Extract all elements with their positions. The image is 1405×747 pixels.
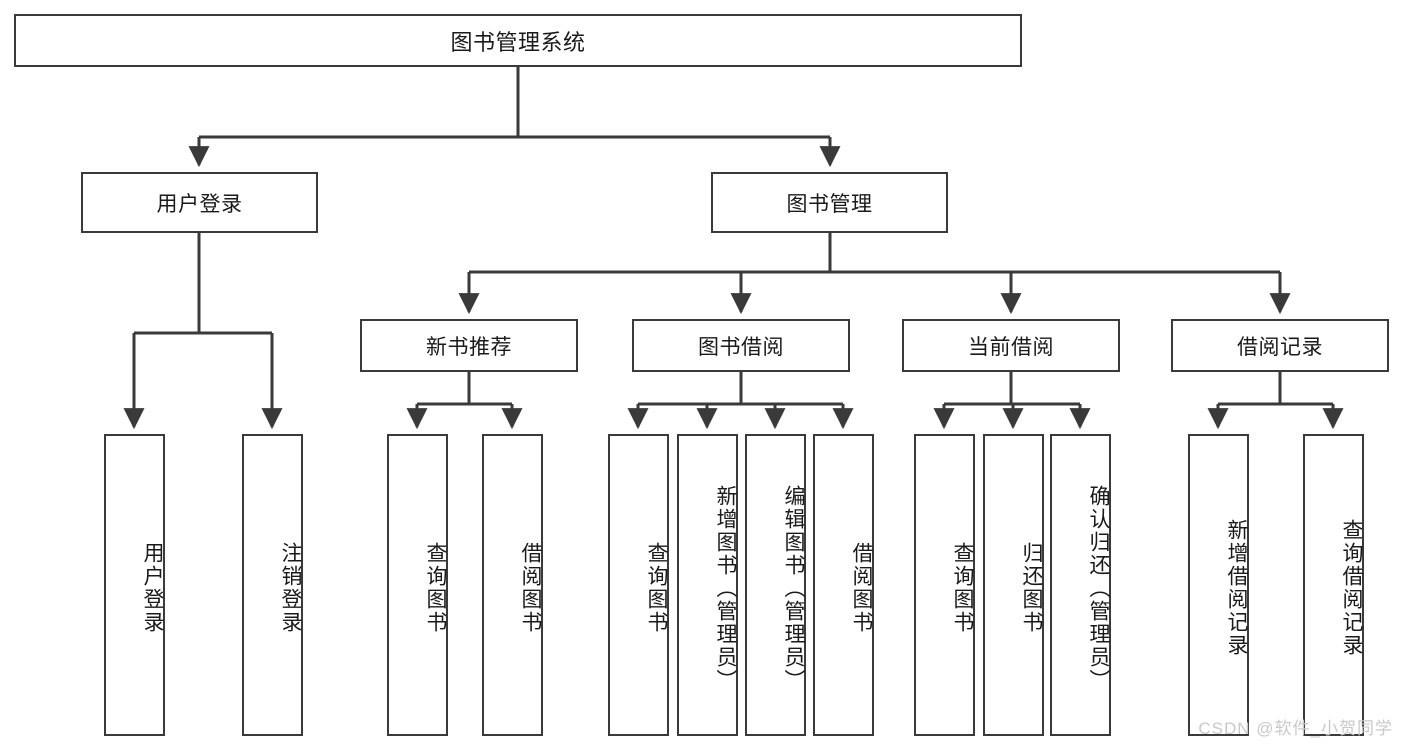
node-current-borrow-label: 当前借阅 [968,335,1054,359]
node-book-manage[interactable]: 图书管理 [711,172,948,233]
node-leaf-borrow-book-2[interactable]: 借阅图书 [813,434,874,736]
node-leaf-edit-book[interactable]: 编辑图书（管理员） [745,434,806,736]
node-leaf-confirm-return[interactable]: 确认归还（管理员） [1050,434,1111,736]
node-leaf-add-record-label: 新增借阅记录 [1225,519,1248,657]
node-leaf-edit-book-label: 编辑图书（管理员） [782,484,805,692]
node-user-login-label: 用户登录 [156,192,243,216]
node-book-borrow[interactable]: 图书借阅 [632,319,850,372]
node-leaf-query-record[interactable]: 查询借阅记录 [1303,434,1364,736]
node-leaf-borrow-book-2-label: 借阅图书 [850,542,873,634]
node-leaf-query-book-2-label: 查询图书 [645,542,668,634]
node-leaf-borrow-book-1-label: 借阅图书 [519,542,542,634]
node-leaf-confirm-return-label: 确认归还（管理员） [1087,484,1110,692]
node-leaf-query-record-label: 查询借阅记录 [1340,519,1363,657]
node-leaf-query-book-3[interactable]: 查询图书 [914,434,975,736]
node-leaf-logout[interactable]: 注销登录 [242,434,303,736]
node-leaf-return-book[interactable]: 归还图书 [983,434,1044,736]
node-leaf-add-book-label: 新增图书（管理员） [714,484,737,692]
node-leaf-query-book-3-label: 查询图书 [951,542,974,634]
node-leaf-add-record[interactable]: 新增借阅记录 [1188,434,1249,736]
node-root-label: 图书管理系统 [450,29,586,55]
node-leaf-logout-label: 注销登录 [279,542,302,634]
node-current-borrow[interactable]: 当前借阅 [902,319,1120,372]
node-borrow-record[interactable]: 借阅记录 [1171,319,1389,372]
watermark: CSDN @软件_小贺同学 [1198,719,1393,738]
node-root[interactable]: 图书管理系统 [14,14,1022,67]
node-leaf-query-book-2[interactable]: 查询图书 [608,434,669,736]
node-leaf-borrow-book-1[interactable]: 借阅图书 [482,434,543,736]
node-book-borrow-label: 图书借阅 [698,335,784,359]
node-new-book-recommend-label: 新书推荐 [426,335,512,359]
node-leaf-query-book-1[interactable]: 查询图书 [387,434,448,736]
node-leaf-user-login[interactable]: 用户登录 [104,434,165,736]
node-book-manage-label: 图书管理 [786,192,873,216]
node-leaf-user-login-label: 用户登录 [141,542,164,634]
node-user-login[interactable]: 用户登录 [81,172,318,233]
node-new-book-recommend[interactable]: 新书推荐 [360,319,578,372]
node-leaf-return-book-label: 归还图书 [1020,542,1043,634]
node-leaf-query-book-1-label: 查询图书 [424,542,447,634]
node-leaf-add-book[interactable]: 新增图书（管理员） [677,434,738,736]
node-borrow-record-label: 借阅记录 [1237,335,1323,359]
